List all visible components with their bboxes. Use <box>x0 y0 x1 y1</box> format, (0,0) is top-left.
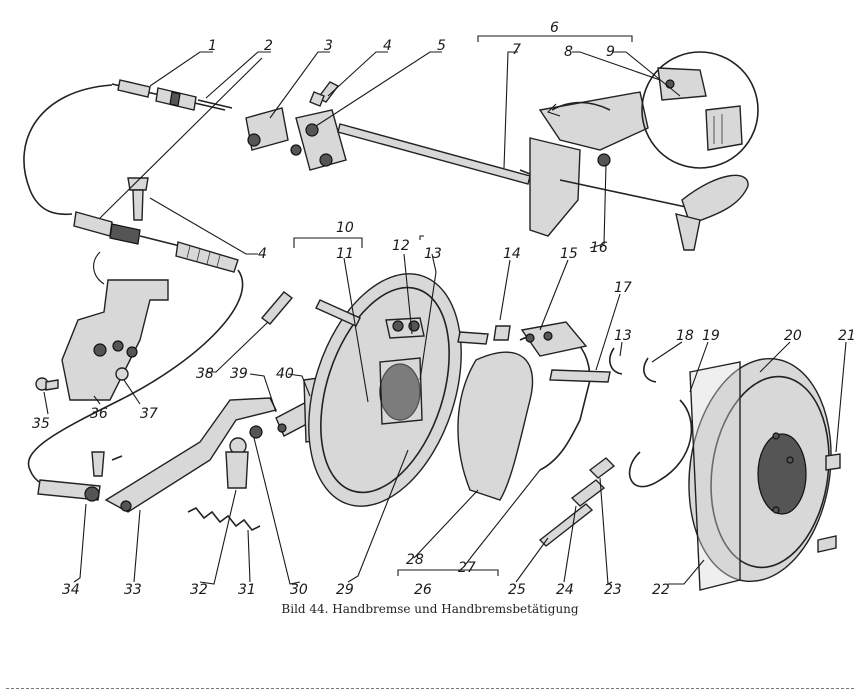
callout-8: 8 <box>564 44 573 60</box>
callout-24: 24 <box>556 582 574 598</box>
parts-drawing <box>23 51 841 591</box>
hex-bolt <box>35 377 59 391</box>
callout-40: 40 <box>276 366 294 382</box>
cable-guide-arrow <box>93 251 105 285</box>
callout-3: 3 <box>324 38 333 54</box>
callout-5: 5 <box>437 38 446 54</box>
lever-bracket <box>245 107 347 171</box>
stud-bolt <box>260 291 294 325</box>
bolt-middle <box>127 177 149 221</box>
cable-to-lever <box>27 269 244 489</box>
callout-31: 31 <box>238 582 256 598</box>
hex-nut <box>115 367 129 381</box>
callout-4-middle: 4 <box>258 246 267 262</box>
callout-7: 7 <box>512 42 521 58</box>
brake-cable-upper <box>111 79 233 111</box>
hand-brake-handle <box>529 91 749 251</box>
callout-10: 10 <box>336 220 354 236</box>
callout-35: 35 <box>32 416 50 432</box>
cable-loop <box>23 84 113 216</box>
page-divider <box>6 688 854 689</box>
callout-4-top: 4 <box>383 38 392 54</box>
callout-19: 19 <box>702 328 720 344</box>
brake-back-plate <box>308 273 462 507</box>
callout-23: 23 <box>604 582 622 598</box>
callout-28: 28 <box>406 552 424 568</box>
callout-36: 36 <box>90 406 108 422</box>
callout-25: 25 <box>508 582 526 598</box>
callout-29: 29 <box>336 582 354 598</box>
callout-17: 17 <box>614 280 632 296</box>
leader-lines <box>43 51 847 585</box>
figure-caption: Bild 44. Handbremse und Handbremsbetätig… <box>281 602 579 616</box>
shoe-springs <box>609 347 693 488</box>
callout-1: 1 <box>208 38 217 54</box>
callout-20: 20 <box>784 328 802 344</box>
pull-rod <box>337 123 541 185</box>
callout-33: 33 <box>124 582 142 598</box>
callout-2: 2 <box>264 38 273 54</box>
callout-11: 11 <box>336 246 354 262</box>
ratchet-detail-view <box>546 51 759 169</box>
relay-lever <box>37 397 278 513</box>
callout-18: 18 <box>676 328 694 344</box>
callout-9: 9 <box>606 44 615 60</box>
clevis-pin <box>91 437 249 489</box>
callout-15: 15 <box>560 246 578 262</box>
brake-cable-lower <box>73 211 239 273</box>
cable-bracket <box>61 279 169 401</box>
callout-27: 27 <box>458 560 476 576</box>
callout-22: 22 <box>652 582 670 598</box>
callout-39: 39 <box>230 366 248 382</box>
callout-12: 12 <box>392 238 410 254</box>
callout-14: 14 <box>503 246 521 262</box>
callout-labels: 1 2 3 4 4 5 6 7 8 9 10 11 12 13 13 14 15… <box>32 20 856 598</box>
callout-30: 30 <box>290 582 308 598</box>
group-brackets <box>293 35 633 576</box>
callout-6: 6 <box>550 20 559 36</box>
callout-34: 34 <box>62 582 80 598</box>
callout-38: 38 <box>196 366 214 382</box>
brake-shoes <box>457 321 611 501</box>
callout-37: 37 <box>140 406 158 422</box>
brake-drum <box>688 357 841 591</box>
return-spring <box>187 506 261 532</box>
callout-32: 32 <box>190 582 208 598</box>
callout-13-spring: 13 <box>614 328 632 344</box>
callout-13-plate: 13 <box>424 246 442 262</box>
callout-21: 21 <box>838 328 856 344</box>
callout-26: 26 <box>414 582 432 598</box>
adjuster <box>538 457 616 547</box>
callout-16: 16 <box>590 240 608 256</box>
bolt-top <box>309 81 340 107</box>
